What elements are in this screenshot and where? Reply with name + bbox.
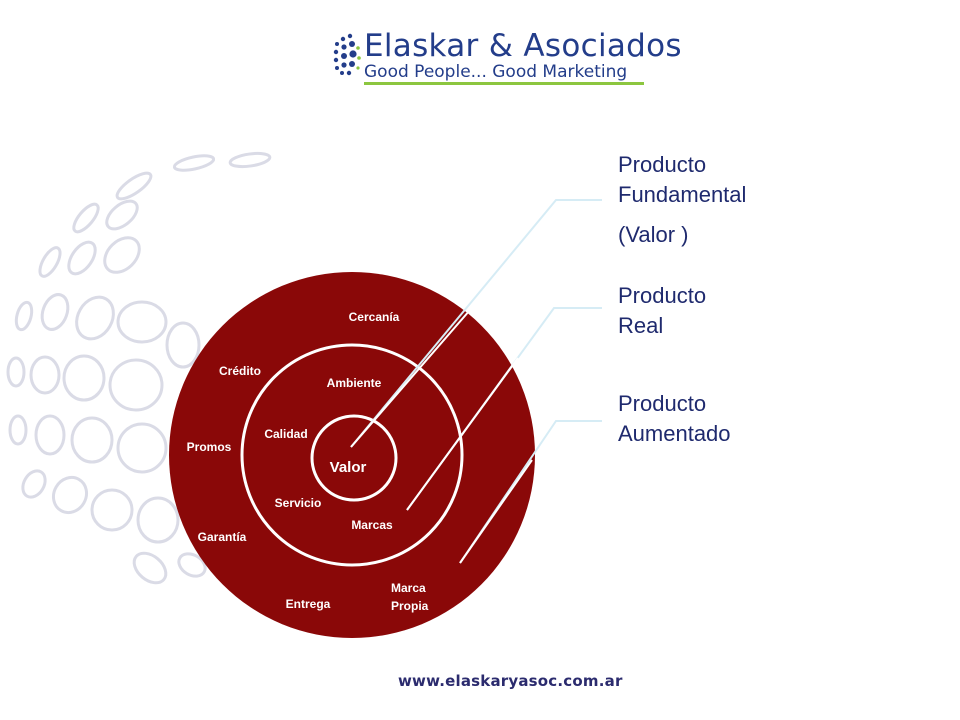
label-real-line2: Real — [618, 313, 664, 338]
outer-label-promos: Promos — [187, 440, 232, 454]
outer-label-marca: Marca — [391, 581, 426, 595]
label-fundamental-line3: (Valor ) — [618, 222, 689, 247]
label-real-line1: Producto — [618, 283, 707, 308]
middle-label-marcas: Marcas — [351, 518, 393, 532]
footer-url[interactable]: www.elaskaryasoc.com.ar — [398, 672, 623, 690]
connector-real-inner — [406, 357, 519, 511]
company-logo[interactable]: Elaskar & Asociados Good People... Good … — [328, 26, 682, 85]
outer-label-credito: Crédito — [219, 364, 261, 378]
outer-label-propia: Propia — [391, 599, 429, 613]
middle-label-ambiente: Ambiente — [327, 376, 382, 390]
label-fundamental-line1: Producto — [618, 152, 707, 177]
logo-tagline: Good People... Good Marketing — [364, 62, 628, 82]
middle-label-calidad: Calidad — [264, 427, 307, 441]
outer-label-garantia: Garantía — [198, 530, 247, 544]
logo-title: Elaskar & Asociados — [364, 28, 682, 64]
globe-dots-icon — [333, 33, 361, 76]
inner-ring — [310, 414, 398, 502]
outer-label-cercania: Cercanía — [349, 310, 400, 324]
connector-aumentado-inner — [459, 459, 533, 564]
outer-label-entrega: Entrega — [286, 597, 331, 611]
label-aumentado-line2: Aumentado — [618, 421, 731, 446]
outer-circle — [169, 272, 535, 638]
connector-lines — [350, 199, 602, 564]
concentric-diagram: Cercanía Crédito Promos Garantía Entrega… — [169, 199, 602, 638]
label-producto-real: Producto Real — [618, 281, 706, 341]
label-fundamental-line2: Fundamental — [618, 182, 747, 207]
label-producto-aumentado: Producto Aumentado — [618, 389, 731, 449]
label-producto-fundamental: Producto Fundamental (Valor ) — [618, 150, 746, 250]
middle-label-servicio: Servicio — [275, 496, 322, 510]
middle-ring — [240, 343, 464, 567]
decorative-globe — [6, 151, 272, 585]
core-label-valor: Valor — [330, 459, 367, 476]
connector-fundamental — [350, 199, 602, 448]
logo-underline — [364, 82, 644, 85]
label-aumentado-line1: Producto — [618, 391, 707, 416]
connector-fundamental-inner — [350, 309, 471, 448]
